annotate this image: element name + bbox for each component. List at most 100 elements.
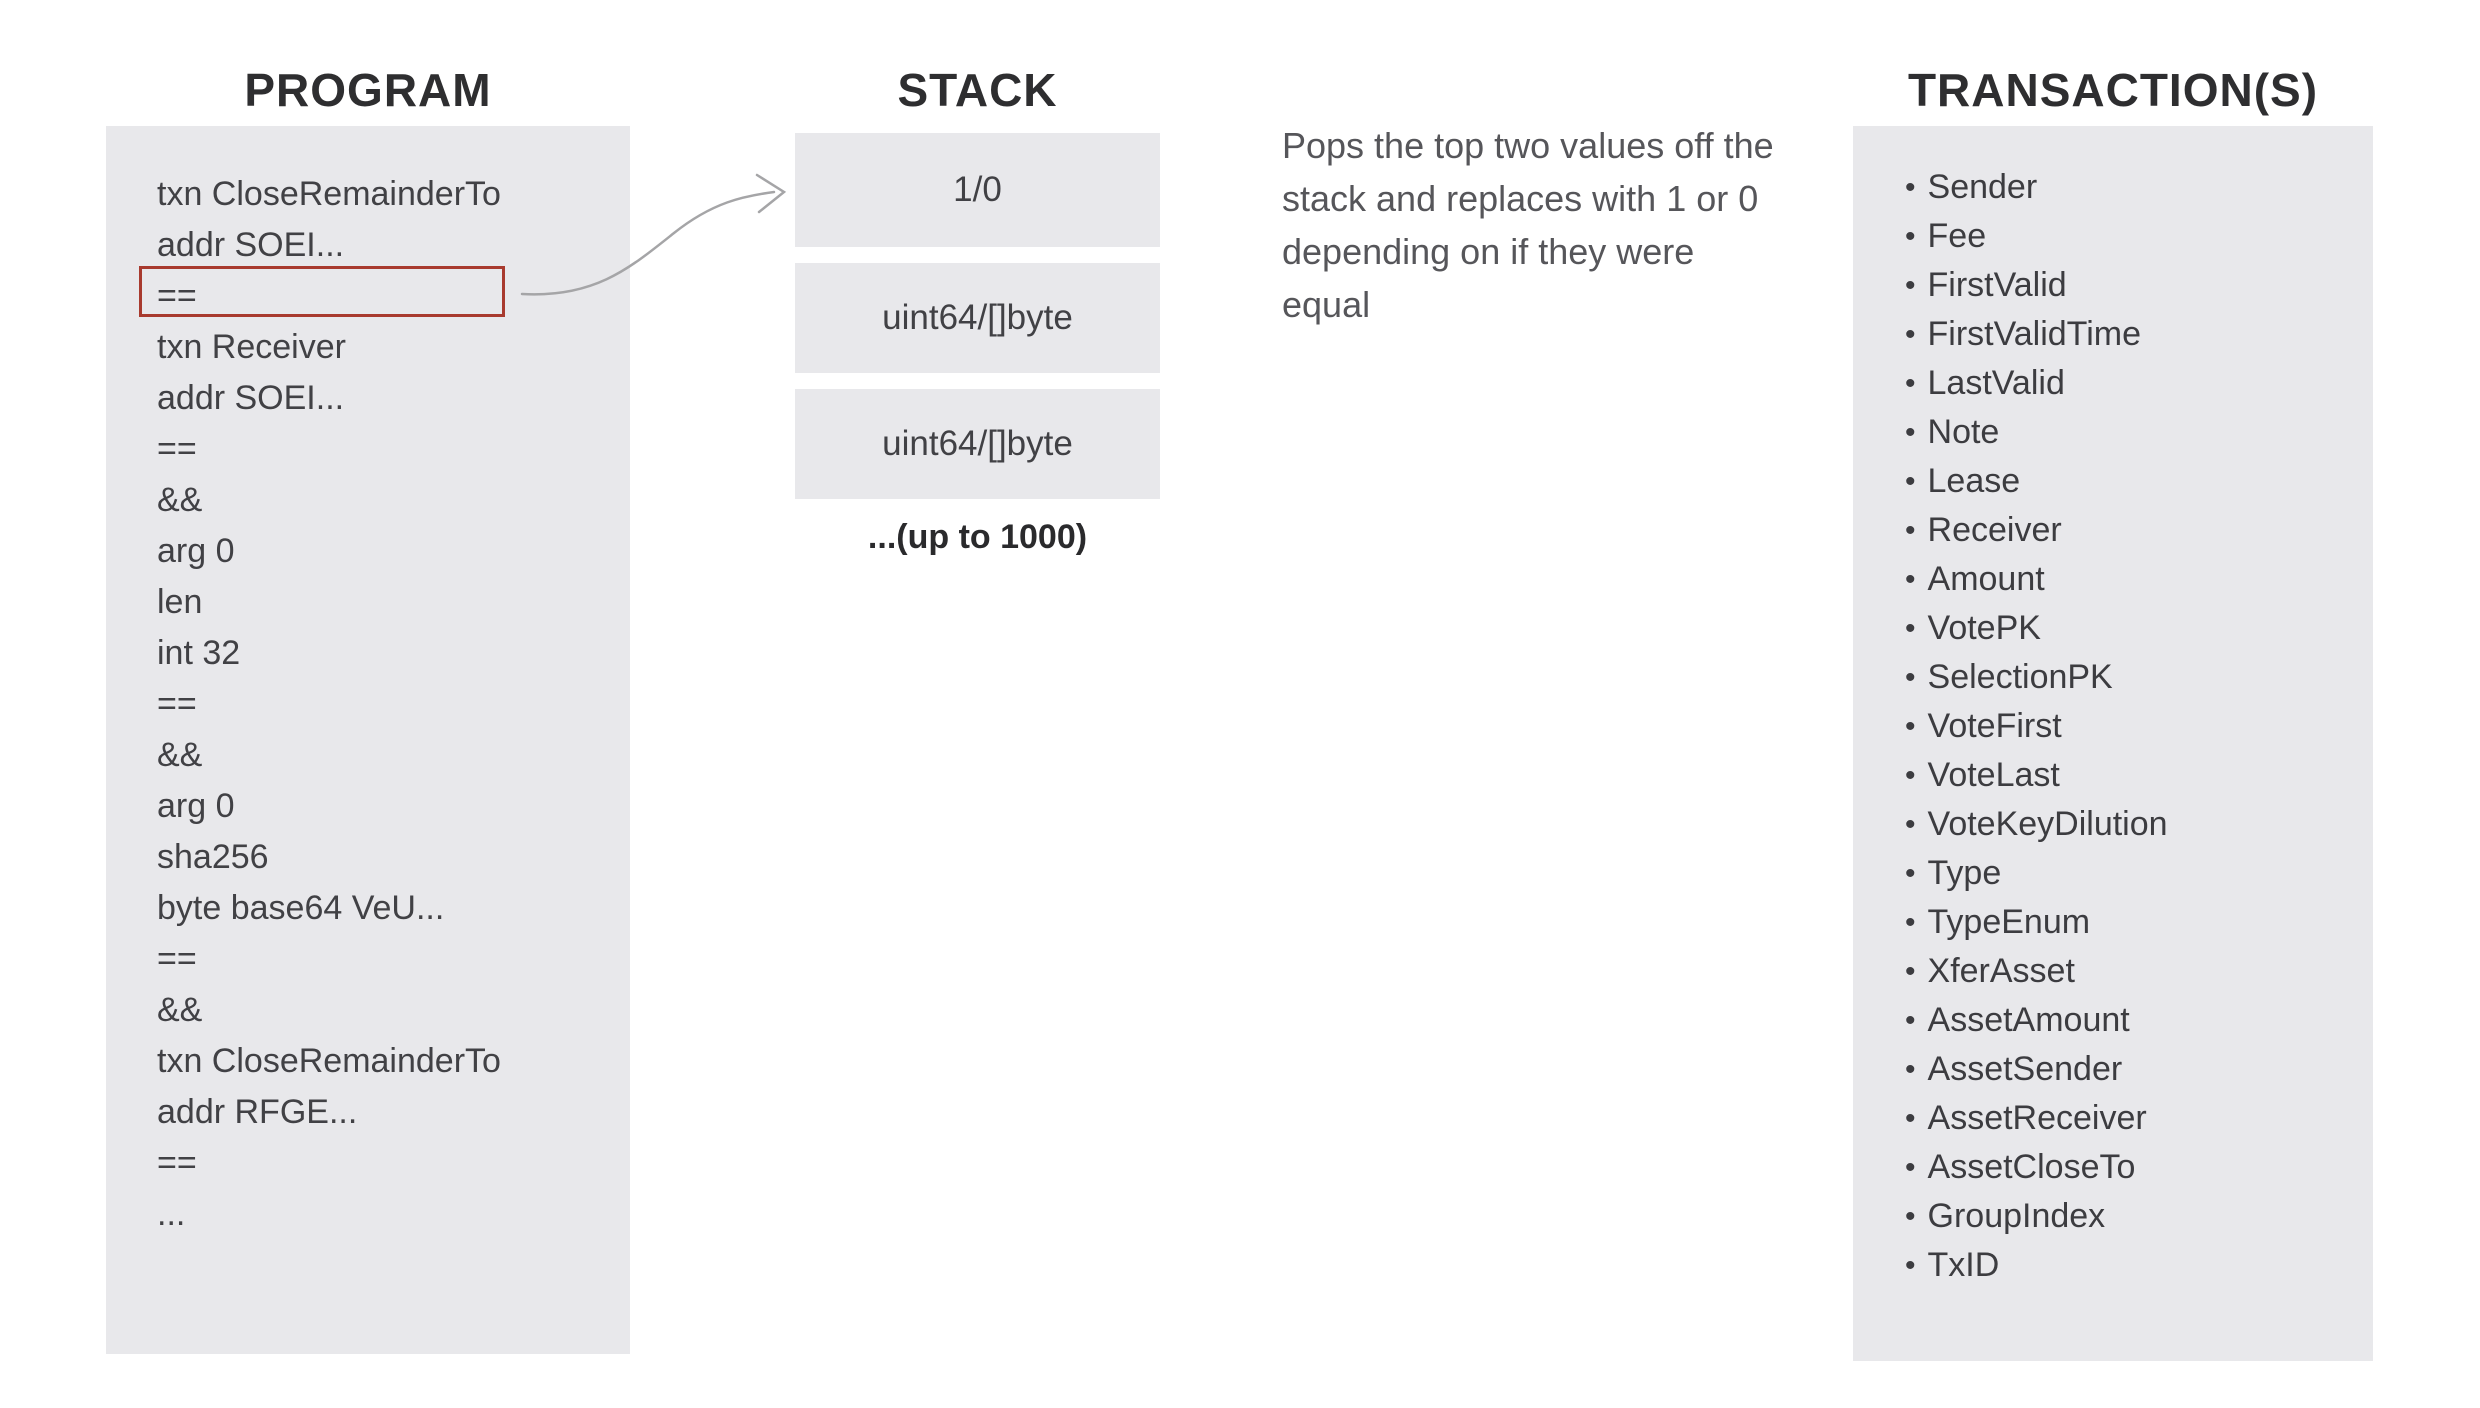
bullet-icon: • <box>1905 318 1916 351</box>
program-line: == <box>157 277 197 315</box>
transaction-field-label: LastValid <box>1927 364 2065 402</box>
bullet-icon: • <box>1905 367 1916 400</box>
program-line: && <box>157 481 203 519</box>
program-line: int 32 <box>157 634 241 672</box>
program-line: == <box>157 940 197 978</box>
program-line: txn Receiver <box>157 328 346 366</box>
program-panel <box>106 126 630 1354</box>
bullet-icon: • <box>1905 710 1916 743</box>
transaction-field-label: VotePK <box>1927 609 2041 647</box>
transaction-field-item: • AssetAmount <box>1905 996 2345 1045</box>
program-line: addr SOEI... <box>157 379 345 417</box>
description-line: Pops the top two values off the <box>1282 125 1774 166</box>
transaction-field-list: • Sender • Fee • FirstValid • FirstValid… <box>1905 163 2345 1290</box>
arrow-head-icon <box>755 173 787 214</box>
transaction-field-item: • VoteLast <box>1905 751 2345 800</box>
transaction-field-label: AssetCloseTo <box>1927 1148 2136 1186</box>
program-title: PROGRAM <box>244 64 492 116</box>
bullet-icon: • <box>1905 857 1916 890</box>
bullet-icon: • <box>1905 514 1916 547</box>
transaction-field-label: Type <box>1927 854 2002 892</box>
bullet-icon: • <box>1905 1053 1916 1086</box>
bullet-icon: • <box>1905 416 1916 449</box>
transaction-field-item: • SelectionPK <box>1905 653 2345 702</box>
bullet-icon: • <box>1905 220 1916 253</box>
transaction-field-item: • VotePK <box>1905 604 2345 653</box>
transaction-field-item: • GroupIndex <box>1905 1192 2345 1241</box>
transaction-field-item: • Receiver <box>1905 506 2345 555</box>
bullet-icon: • <box>1905 808 1916 841</box>
bullet-icon: • <box>1905 563 1916 596</box>
bullet-icon: • <box>1905 906 1916 939</box>
transaction-field-item: • TxID <box>1905 1241 2345 1290</box>
bullet-icon: • <box>1905 171 1916 204</box>
bullet-icon: • <box>1905 955 1916 988</box>
transaction-field-label: VoteLast <box>1927 756 2060 794</box>
transactions-title: TRANSACTION(S) <box>1907 64 2319 116</box>
stack-box: uint64/[]byte <box>795 263 1160 373</box>
transaction-field-label: FirstValidTime <box>1927 315 2141 353</box>
program-line: sha256 <box>157 838 269 876</box>
transaction-field-label: TypeEnum <box>1927 903 2091 941</box>
transaction-field-item: • Note <box>1905 408 2345 457</box>
program-line: addr RFGE... <box>157 1093 358 1131</box>
program-line: len <box>157 583 203 621</box>
program-line: == <box>157 685 197 723</box>
program-line: == <box>157 1144 197 1182</box>
program-line: txn CloseRemainderTo <box>157 175 501 213</box>
transaction-field-label: Fee <box>1927 217 1987 255</box>
stack-box: uint64/[]byte <box>795 389 1160 499</box>
transaction-field-label: AssetSender <box>1927 1050 2123 1088</box>
transaction-field-item: • LastValid <box>1905 359 2345 408</box>
transaction-field-item: • Fee <box>1905 212 2345 261</box>
program-line: ... <box>157 1195 186 1233</box>
transaction-field-label: SelectionPK <box>1927 658 2113 696</box>
bullet-icon: • <box>1905 465 1916 498</box>
program-line: == <box>157 430 197 468</box>
bullet-icon: • <box>1905 1004 1916 1037</box>
transaction-field-label: FirstValid <box>1927 266 2067 304</box>
bullet-icon: • <box>1905 661 1916 694</box>
transaction-field-item: • TypeEnum <box>1905 898 2345 947</box>
transaction-field-label: Sender <box>1927 168 2038 206</box>
transaction-field-label: Receiver <box>1927 511 2062 549</box>
transaction-field-item: • VoteKeyDilution <box>1905 800 2345 849</box>
stack-footnote: ...(up to 1000) <box>867 518 1088 556</box>
bullet-icon: • <box>1905 1151 1916 1184</box>
transaction-field-item: • Amount <box>1905 555 2345 604</box>
program-line: byte base64 VeU... <box>157 889 445 927</box>
program-line-list: txn CloseRemainderTo addr SOEI... == txn… <box>157 169 607 1240</box>
stack-box-list: 1/0 uint64/[]byte uint64/[]byte <box>795 133 1160 499</box>
transaction-field-label: VoteFirst <box>1927 707 2062 745</box>
transaction-field-item: • Lease <box>1905 457 2345 506</box>
transaction-field-item: • FirstValid <box>1905 261 2345 310</box>
transaction-field-label: XferAsset <box>1927 952 2075 990</box>
stack-title: STACK <box>897 64 1058 116</box>
description-line: stack and replaces with 1 or 0 <box>1282 178 1759 219</box>
transaction-field-item: • AssetSender <box>1905 1045 2345 1094</box>
bullet-icon: • <box>1905 759 1916 792</box>
stack-box: 1/0 <box>795 133 1160 247</box>
program-line: arg 0 <box>157 787 235 825</box>
transaction-field-label: AssetAmount <box>1927 1001 2130 1039</box>
bullet-icon: • <box>1905 269 1916 302</box>
transaction-field-item: • VoteFirst <box>1905 702 2345 751</box>
transaction-field-label: Note <box>1927 413 2000 451</box>
transaction-field-label: AssetReceiver <box>1927 1099 2147 1137</box>
transaction-field-item: • Sender <box>1905 163 2345 212</box>
transaction-field-item: • AssetCloseTo <box>1905 1143 2345 1192</box>
transaction-field-item: • AssetReceiver <box>1905 1094 2345 1143</box>
program-line: txn CloseRemainderTo <box>157 1042 501 1080</box>
transaction-field-item: • Type <box>1905 849 2345 898</box>
transaction-field-item: • FirstValidTime <box>1905 310 2345 359</box>
transaction-field-label: TxID <box>1927 1246 2000 1284</box>
bullet-icon: • <box>1905 1200 1916 1233</box>
transaction-field-label: Lease <box>1927 462 2021 500</box>
program-line: && <box>157 736 203 774</box>
program-line: addr SOEI... <box>157 226 345 264</box>
bullet-icon: • <box>1905 612 1916 645</box>
program-line: && <box>157 991 203 1029</box>
transaction-field-item: • XferAsset <box>1905 947 2345 996</box>
bullet-icon: • <box>1905 1249 1916 1282</box>
